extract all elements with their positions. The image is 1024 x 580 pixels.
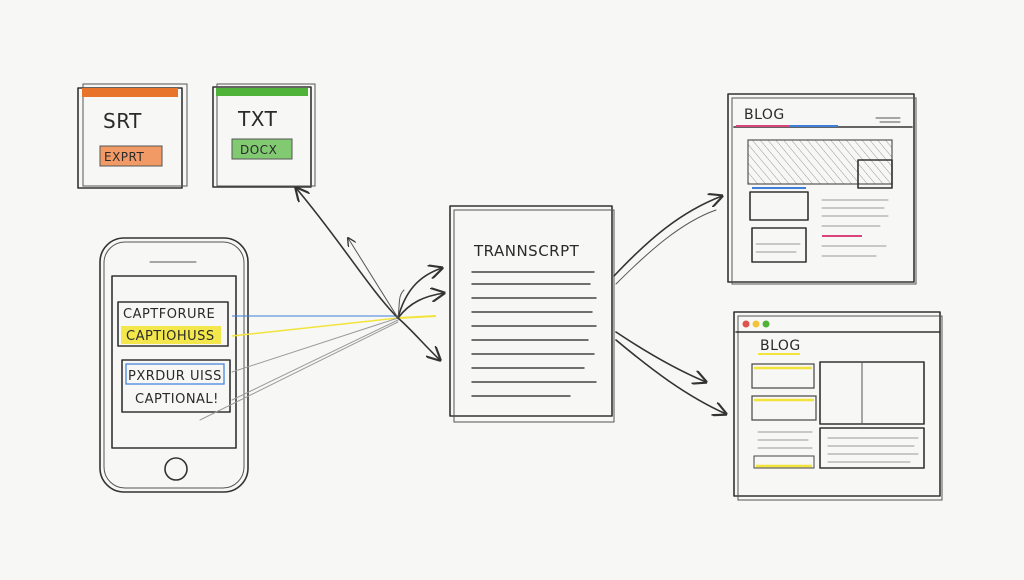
blog-window-1: BLOG	[727, 93, 917, 285]
txt-file-card: TXT DOCX	[212, 83, 316, 188]
srt-card-title: SRT	[103, 109, 142, 133]
phone-home-button	[164, 457, 188, 481]
transcript-to-blog-arrows	[613, 196, 726, 414]
phone-sketch: CAPTFORURE CAPTIOHUSS PXRDUR UISS CAPTIO…	[99, 237, 249, 493]
phone-caption-1-line-2: CAPTIOHUSS	[126, 329, 215, 344]
txt-card-label: DOCX	[240, 143, 277, 157]
srt-file-card: SRT EXPRT	[77, 83, 188, 189]
phone-connector-lines	[199, 315, 437, 421]
srt-card-label: EXPRT	[104, 150, 145, 164]
window-minimize-dot	[752, 320, 760, 328]
txt-card-color-bar	[216, 88, 308, 96]
blog-1-hero-image	[747, 139, 893, 185]
blog-1-title: BLOG	[744, 107, 785, 123]
window-close-dot	[742, 320, 750, 328]
srt-card-color-bar	[82, 88, 178, 97]
phone-caption-block-1: CAPTFORURE CAPTIOHUSS	[117, 301, 229, 347]
srt-card-label-box	[100, 146, 162, 166]
window-maximize-dot	[762, 320, 770, 328]
phone-caption-2-line-1: PXRDUR UISS	[128, 369, 222, 384]
transcript-document: TRANNSCRPT	[449, 205, 615, 423]
phone-caption-block-2: PXRDUR UISS CAPTIONAL!	[121, 359, 231, 413]
phone-caption-2-line-2: CAPTIONAL!	[135, 392, 219, 407]
phone-screen	[111, 275, 237, 449]
blog-window-2: BLOG	[733, 311, 943, 501]
blog-2-title: BLOG	[760, 338, 801, 354]
txt-card-label-box	[232, 139, 292, 159]
txt-card-connector	[296, 188, 399, 319]
phone-caption-1-line-1: CAPTFORURE	[123, 307, 215, 322]
txt-card-title: TXT	[237, 107, 278, 131]
transcript-title: TRANNSCRPT	[473, 242, 580, 260]
hub-arrows	[397, 268, 444, 360]
